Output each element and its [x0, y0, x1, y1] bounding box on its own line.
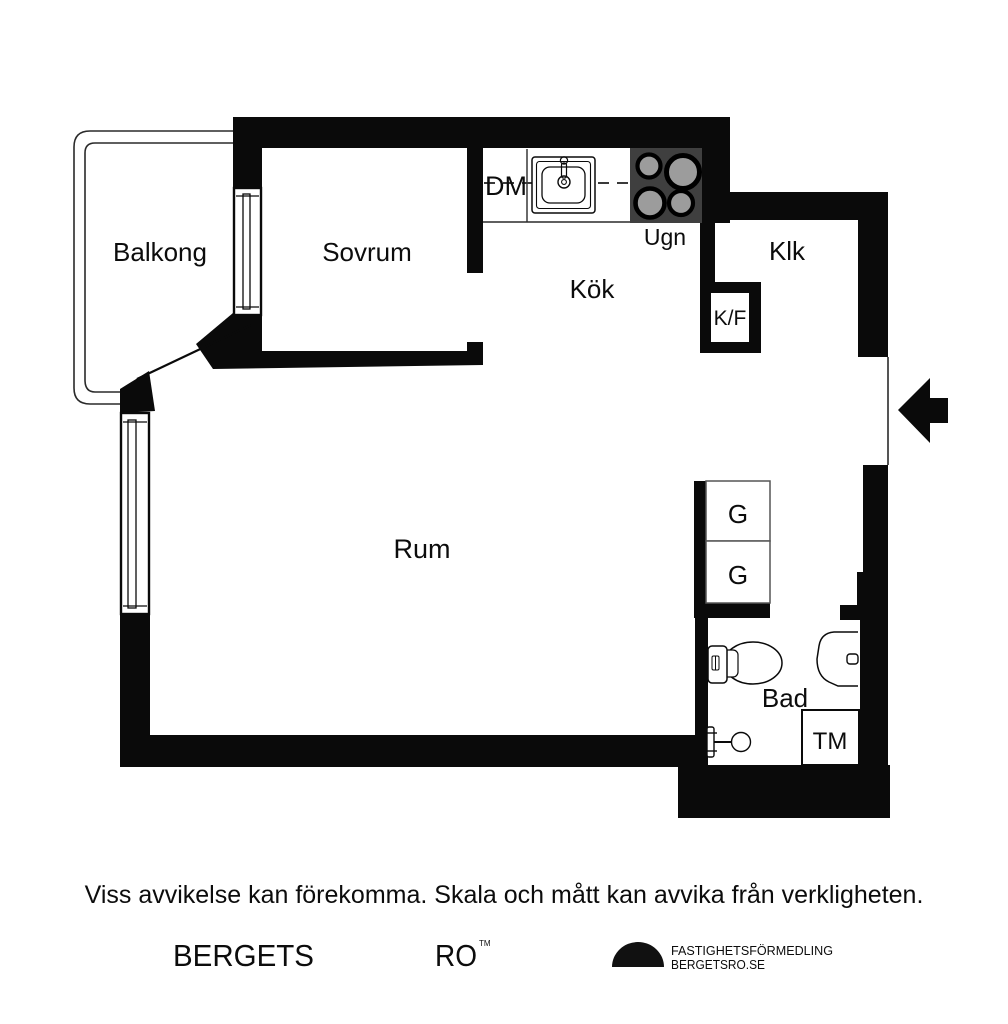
label-kitchen: Kök — [570, 274, 616, 304]
label-oven: Ugn — [644, 224, 686, 250]
agency-name: FASTIGHETSFÖRMEDLING — [671, 944, 833, 958]
wall-closet-top — [700, 192, 888, 220]
walls — [120, 117, 890, 818]
dome-logo-icon — [612, 942, 664, 967]
brand-ro: RO — [435, 938, 477, 973]
entry-arrow-icon — [898, 378, 948, 443]
window-bedroom — [232, 186, 263, 317]
stove-icon — [630, 148, 702, 223]
label-bedroom: Sovrum — [322, 237, 412, 267]
label-dishwasher: DM — [485, 171, 527, 201]
wall-bottom — [120, 735, 708, 767]
wall-bath-left — [695, 618, 708, 765]
wall-closet-right — [858, 192, 888, 357]
balcony-door-leaf — [136, 324, 252, 380]
wall-bedroom-bottom — [196, 313, 483, 369]
label-room: Rum — [393, 534, 450, 564]
sink-icon — [531, 156, 596, 214]
label-balcony: Balkong — [113, 237, 207, 267]
wall-wardrobe-left — [694, 481, 706, 618]
wall-bath-right — [860, 620, 888, 767]
label-fridge: K/F — [714, 307, 747, 330]
brand-ro-trademark: TM — [479, 939, 491, 948]
label-wardrobe-1: G — [728, 499, 748, 529]
brand-bergets: BERGETS — [173, 938, 314, 973]
fridge-freezer-box — [700, 282, 761, 353]
agency-url: BERGETSRO.SE — [671, 958, 765, 972]
washbasin-icon — [816, 631, 859, 687]
wall-bath-top-right — [840, 605, 888, 620]
label-closet: Klk — [769, 236, 806, 266]
balcony-outline — [73, 130, 233, 405]
wardrobe-box-2 — [705, 540, 771, 604]
label-bath: Bad — [762, 683, 808, 713]
window-livingroom — [119, 411, 151, 616]
washing-machine-box — [801, 709, 860, 766]
wardrobe-box-1 — [705, 480, 771, 542]
wardrobe-boxes — [705, 480, 771, 604]
toilet-icon — [707, 641, 783, 685]
wall-balcony-door-hinge — [120, 371, 155, 413]
wall-bath-top-left — [694, 603, 770, 618]
kitchen-counter — [483, 149, 631, 223]
wall-bedroom-right — [467, 145, 483, 273]
wall-top — [233, 117, 730, 148]
label-wardrobe-2: G — [728, 560, 748, 590]
disclaimer-text: Viss avvikelse kan förekomma. Skala och … — [85, 881, 924, 909]
shower-icon — [704, 726, 752, 758]
label-washer: TM — [813, 728, 848, 755]
wall-right-a — [863, 465, 888, 572]
wall-bedroom-left-top — [233, 145, 262, 190]
brand-logos: BERGETS RO TM FASTIGHETSFÖRMEDLING BERGE… — [173, 938, 833, 973]
wall-closet-left — [700, 220, 715, 282]
wall-bath-bottom — [678, 765, 890, 818]
